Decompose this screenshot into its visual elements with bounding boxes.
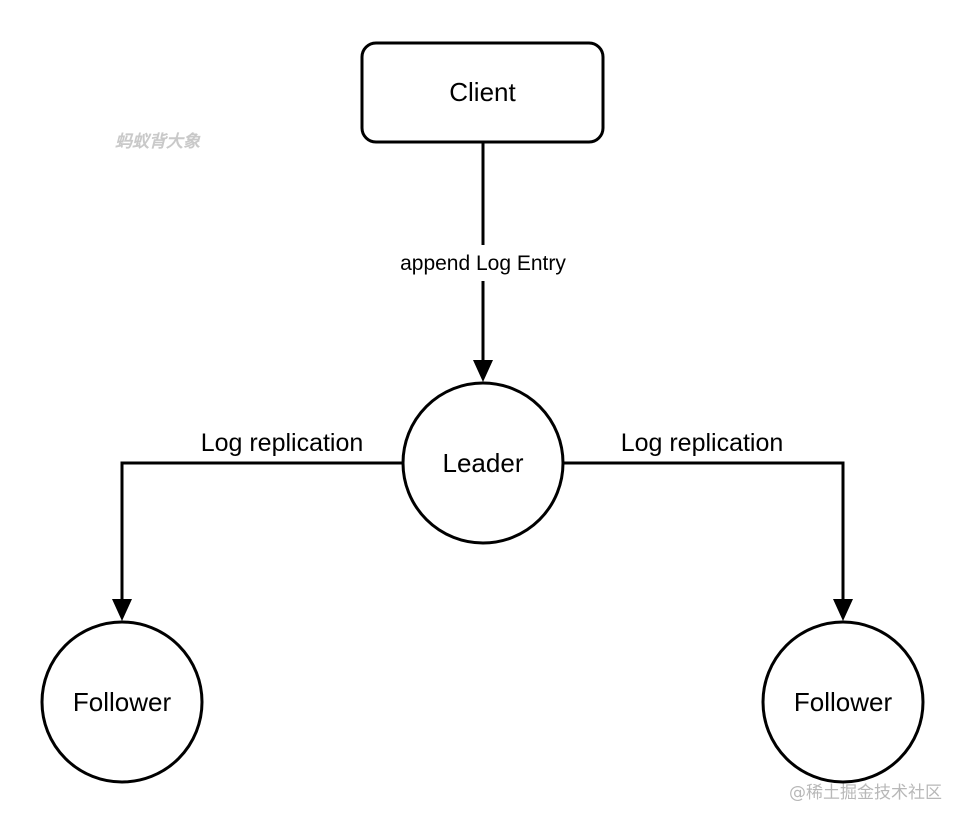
leader-label: Leader bbox=[443, 448, 524, 478]
follower-right-circle bbox=[761, 620, 925, 784]
arrowhead-leader bbox=[473, 360, 493, 382]
client-label: Client bbox=[449, 77, 516, 107]
edge-leader-to-right-follower: Log replication bbox=[563, 429, 853, 621]
follower-left-node: Follower bbox=[40, 620, 204, 784]
edge-label-append: append Log Entry bbox=[400, 252, 566, 275]
follower-left-circle bbox=[40, 620, 204, 784]
edge-label-replication-right: Log replication bbox=[621, 429, 784, 457]
edge-label-replication-left: Log replication bbox=[201, 429, 364, 457]
arrowhead-right-follower bbox=[833, 599, 853, 621]
arrowhead-left-follower bbox=[112, 599, 132, 621]
follower-right-node: Follower bbox=[761, 620, 925, 784]
follower-right-label: Follower bbox=[794, 687, 893, 717]
watermark-bottom-right: @稀土掘金技术社区 bbox=[789, 783, 942, 803]
watermark-top-left: 蚂蚁背大象 bbox=[115, 132, 201, 152]
client-node: Client bbox=[360, 41, 605, 144]
edge-leader-to-left-follower: Log replication bbox=[112, 429, 403, 621]
edge-client-to-leader: append Log Entry bbox=[400, 142, 566, 382]
follower-left-label: Follower bbox=[73, 687, 172, 717]
edge-line-right bbox=[563, 461, 845, 600]
leader-node: Leader bbox=[401, 381, 565, 545]
edge-line-left bbox=[120, 461, 403, 600]
